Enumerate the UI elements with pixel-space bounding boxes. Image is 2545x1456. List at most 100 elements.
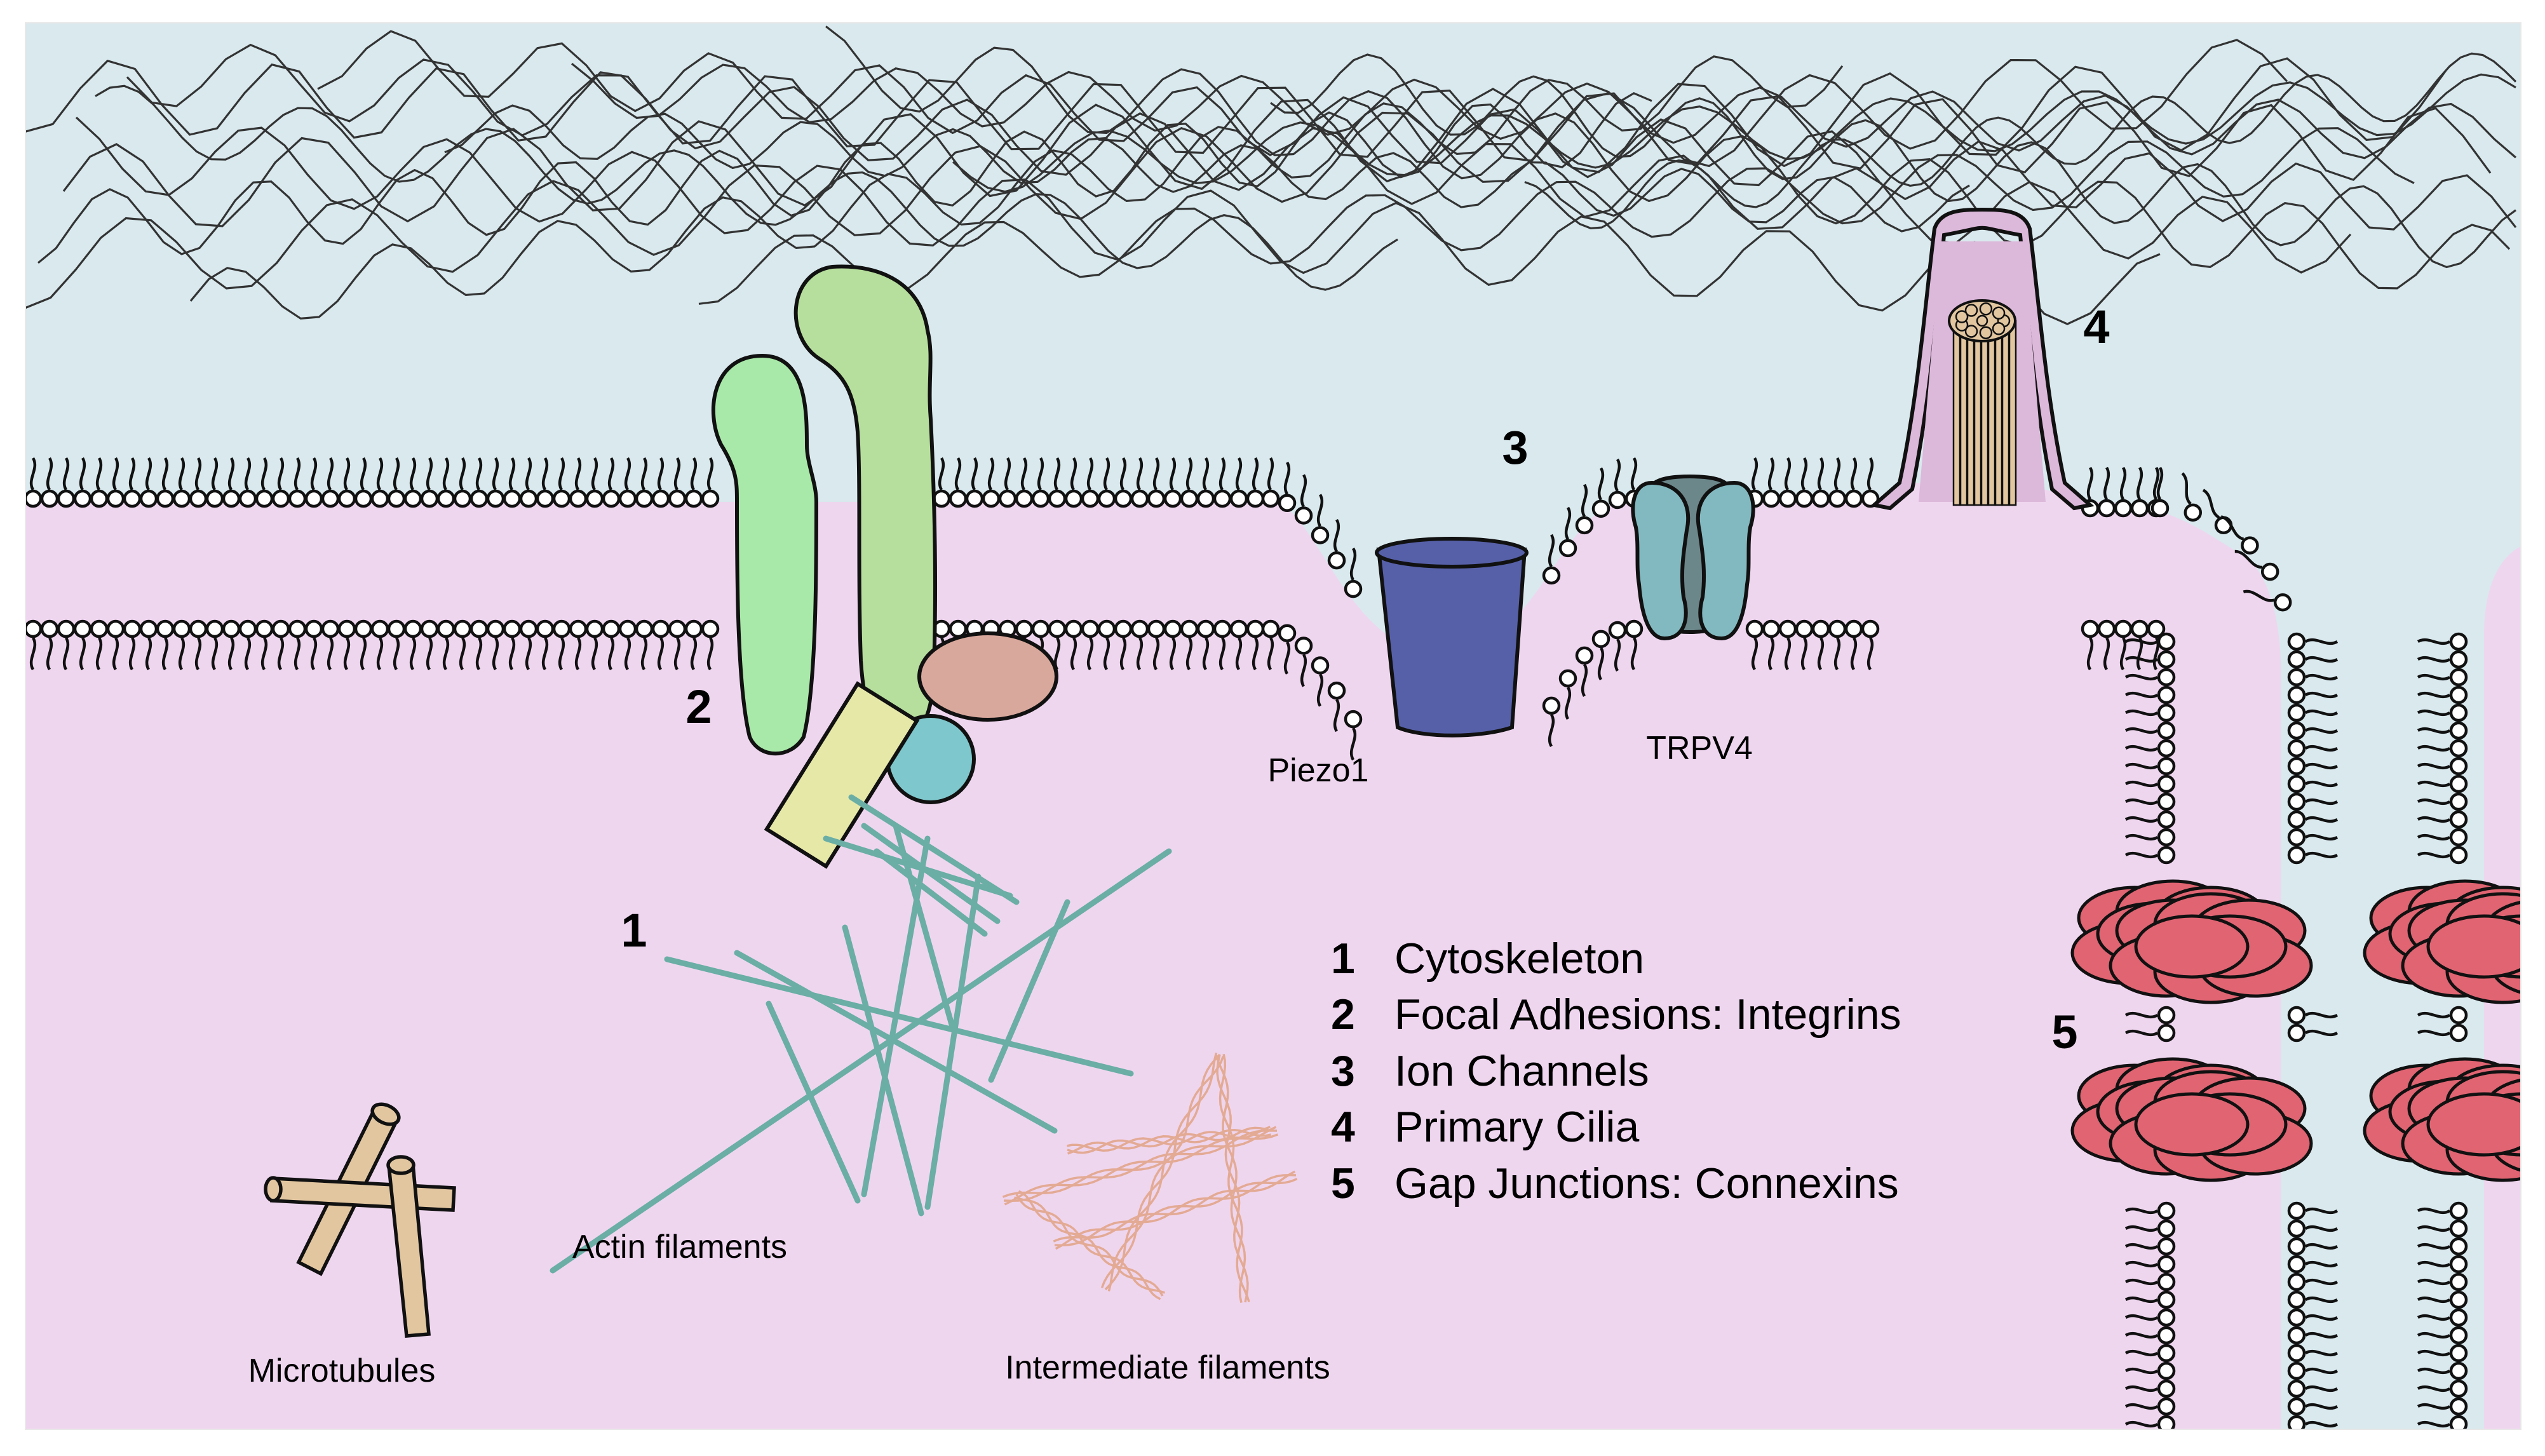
lipid-head (337, 619, 356, 638)
lipid-tail (2304, 673, 2339, 681)
lipid-tail (2124, 762, 2159, 770)
lipid-head (238, 489, 257, 508)
lipid-tail (1169, 457, 1177, 491)
lipid-head (1196, 489, 1215, 508)
lipid-head (2157, 1255, 2176, 1274)
lipid-tail (1037, 457, 1044, 491)
lipid-tail (194, 637, 202, 671)
lipid-tail (607, 457, 615, 491)
lipid-tail (2417, 833, 2451, 841)
lipid-head (370, 619, 389, 638)
lipid-head (1015, 619, 1034, 638)
lipid-head (57, 619, 76, 638)
lipid-tail (95, 637, 103, 671)
lipid-head (2449, 1379, 2468, 1398)
gap-junction-icon (2134, 914, 2250, 979)
lipid-tail (1751, 637, 1759, 671)
lipid-head (2241, 536, 2259, 555)
axoneme-doublet (1987, 320, 1996, 506)
piezo1-channel (1376, 548, 1527, 738)
legend-item: 1 Cytoskeleton (1331, 934, 1644, 983)
lipid-tail (1548, 713, 1555, 748)
lipid-tail (2124, 673, 2159, 681)
lipid-head (1294, 506, 1313, 525)
lipid-head (288, 619, 307, 638)
lipid-head (2449, 757, 2468, 776)
lipid-tail (954, 457, 962, 491)
lipid-tail (376, 457, 384, 491)
lipid-tail (1597, 647, 1605, 680)
lipid-head (2184, 503, 2203, 522)
lipid-head (1624, 619, 1644, 638)
lipid-tail (1867, 637, 1874, 671)
lipid-head (2157, 668, 2176, 687)
lipid-head (1558, 539, 1577, 558)
lipid-tail (2124, 816, 2159, 823)
legend-number: 2 (1331, 990, 1355, 1039)
lipid-tail (327, 457, 334, 491)
lipid-tail (2304, 816, 2339, 823)
lipid-tail (1333, 698, 1340, 732)
ecm-fiber (25, 59, 2492, 181)
lipid-head (2157, 1201, 2176, 1220)
lipid-tail (128, 637, 136, 671)
lipid-head (1114, 619, 1133, 638)
lipid-head (271, 489, 290, 508)
lipid-head (436, 619, 456, 638)
lipid-head (1213, 619, 1232, 638)
lipid-head (172, 619, 191, 638)
lipid-head (469, 489, 489, 508)
lipid-head (2157, 703, 2176, 722)
lipid-head (40, 489, 59, 508)
lipid-head (2130, 619, 2149, 638)
lipid-tail (2124, 1260, 2159, 1268)
lipid-head (90, 619, 109, 638)
lipid-head (2287, 1219, 2306, 1238)
lipid-head (2287, 1023, 2306, 1042)
lipid-head (602, 619, 621, 638)
lipid-head (2157, 685, 2176, 704)
lipid-head (1575, 516, 1594, 535)
lipid-head (503, 489, 522, 508)
lipid-head (73, 489, 92, 508)
lipid-tail (1119, 457, 1127, 491)
lipid-head (387, 489, 406, 508)
lipid-head (651, 619, 670, 638)
lipid-tail (1152, 637, 1160, 671)
lipid-head (238, 619, 257, 638)
lipid-tail (558, 457, 565, 491)
lipid-head (1542, 696, 1561, 715)
lipid-tail (1218, 637, 1226, 671)
lipid-head (2449, 810, 2468, 829)
lipid-tail (2417, 691, 2451, 699)
lipid-head (2449, 1237, 2468, 1256)
lipid-tail (2304, 780, 2339, 788)
lipid-head (1795, 489, 1814, 508)
lipid-tail (2124, 1296, 2159, 1304)
lipid-head (106, 489, 125, 508)
lipid-tail (393, 637, 400, 671)
label-microtubules: Microtubules (248, 1352, 436, 1389)
lipid-head (156, 619, 175, 638)
lipid-head (2157, 846, 2176, 865)
lipid-head (387, 619, 406, 638)
gap-junction-icon (2426, 914, 2521, 979)
microtubule-doublet (1992, 306, 2006, 320)
intermediate-filament (1104, 1053, 1221, 1291)
axoneme-doublet (1959, 320, 1968, 506)
lipid-tail (1349, 547, 1357, 581)
lipid-head (1811, 489, 1830, 508)
lipid-head (2147, 619, 2166, 638)
lipid-tail (624, 637, 631, 671)
lipid-head (1795, 619, 1814, 638)
label-number-5: 5 (2051, 1006, 2077, 1058)
lipid-tail (657, 457, 665, 491)
gap-junctions (2070, 879, 2521, 1182)
lipid-head (2287, 1361, 2306, 1380)
lipid-tail (1581, 663, 1588, 698)
lipid-head (2449, 1201, 2468, 1220)
lipid-head (2449, 1326, 2468, 1345)
axoneme-doublet (2008, 320, 2017, 506)
intermediate-filament (1004, 1133, 1279, 1206)
intermediate-filament (1003, 1129, 1278, 1203)
